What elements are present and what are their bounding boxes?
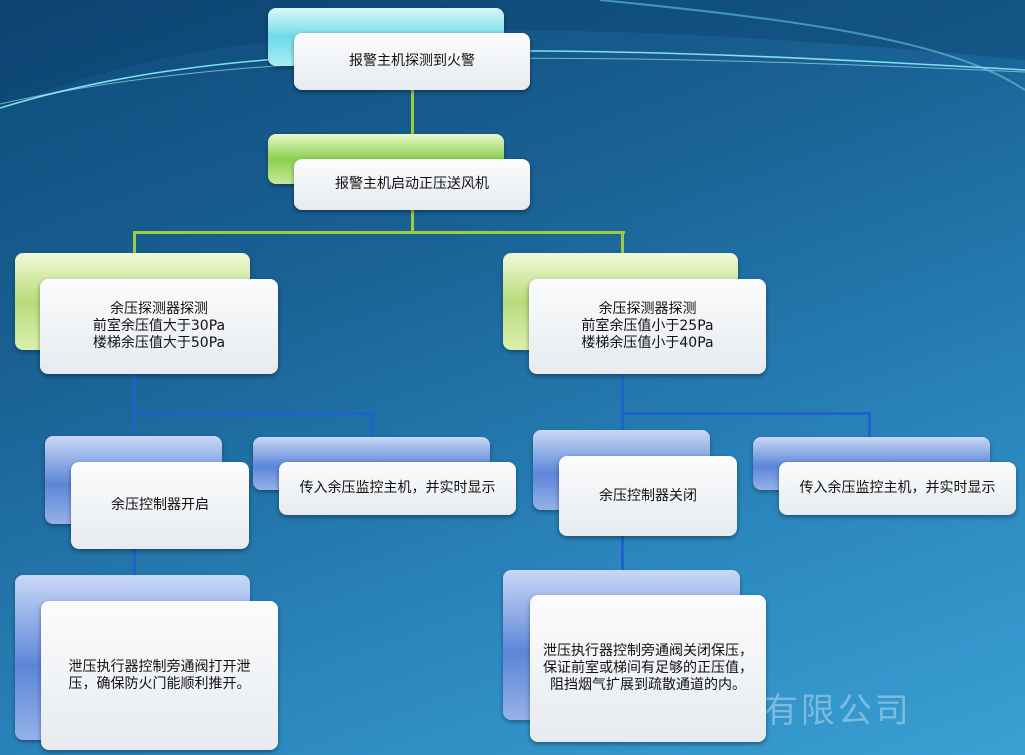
node-label: 泄压执行器控制旁通阀打开泄压，确保防火门能顺利推开。 bbox=[68, 658, 251, 692]
connector bbox=[133, 412, 373, 415]
connector bbox=[411, 90, 414, 160]
node-controller-open: 余压控制器开启 bbox=[71, 462, 249, 549]
connector bbox=[621, 231, 624, 255]
node-label: 余压探测器探测 bbox=[598, 301, 697, 317]
node-label: 楼梯余压值大于50Pa bbox=[92, 335, 226, 351]
connector bbox=[868, 412, 871, 438]
node-label: 余压控制器关闭 bbox=[599, 487, 697, 504]
node-alarm-detect: 报警主机探测到火警 bbox=[294, 33, 530, 90]
node-label: 前室余压值大于30Pa bbox=[92, 318, 226, 334]
connector bbox=[411, 210, 414, 233]
node-monitor-right: 传入余压监控主机，并实时显示 bbox=[779, 462, 1016, 515]
node-label: 传入余压监控主机，并实时显示 bbox=[299, 480, 496, 496]
node-label: 余压控制器开启 bbox=[111, 497, 209, 513]
node-label: 余压探测器探测 bbox=[110, 301, 208, 317]
connector bbox=[133, 231, 136, 255]
connector bbox=[133, 374, 136, 438]
connector bbox=[621, 412, 871, 415]
connector bbox=[133, 549, 136, 577]
node-low-pressure: 余压探测器探测 前室余压值小于25Pa 楼梯余压值小于40Pa bbox=[529, 279, 766, 374]
node-label: 报警主机启动正压送风机 bbox=[335, 176, 489, 192]
node-label: 前室余压值小于25Pa bbox=[581, 318, 714, 334]
connector bbox=[370, 412, 373, 438]
node-label: 报警主机探测到火警 bbox=[349, 53, 475, 69]
node-label: 传入余压监控主机，并实时显示 bbox=[799, 480, 996, 496]
connector bbox=[133, 231, 625, 234]
node-label: 楼梯余压值小于40Pa bbox=[581, 335, 714, 351]
connector bbox=[621, 536, 624, 572]
node-high-pressure: 余压探测器探测 前室余压值大于30Pa 楼梯余压值大于50Pa bbox=[40, 279, 278, 374]
node-monitor-left: 传入余压监控主机，并实时显示 bbox=[279, 462, 516, 515]
node-controller-close: 余压控制器关闭 bbox=[559, 456, 737, 536]
node-valve-open: 泄压执行器控制旁通阀打开泄压，确保防火门能顺利推开。 bbox=[41, 601, 278, 750]
connector bbox=[621, 374, 624, 432]
node-start-fan: 报警主机启动正压送风机 bbox=[294, 159, 530, 210]
node-valve-close: 泄压执行器控制旁通阀关闭保压，保证前室或梯间有足够的正压值，阻挡烟气扩展到疏散通… bbox=[530, 595, 766, 742]
node-label: 泄压执行器控制旁通阀关闭保压，保证前室或梯间有足够的正压值，阻挡烟气扩展到疏散通… bbox=[543, 643, 753, 693]
